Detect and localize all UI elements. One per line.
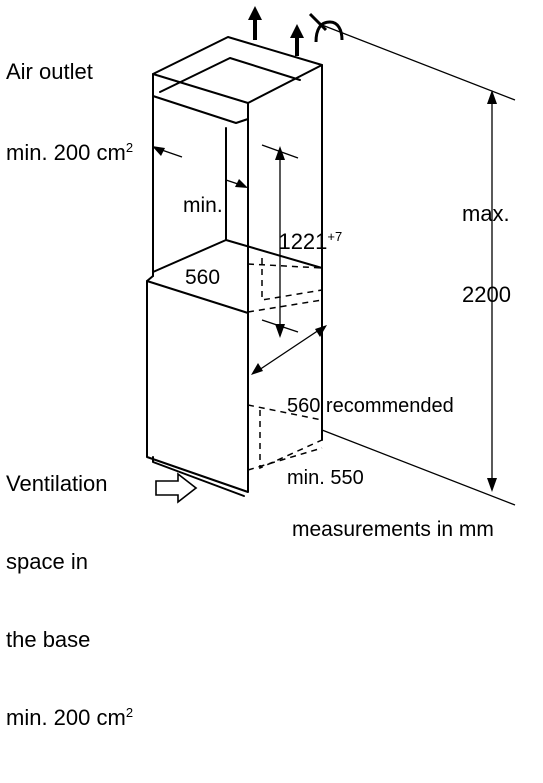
ext-line-top-right [321,24,516,101]
max-height-label: max. 2200 [462,146,511,362]
min-width-line2: 560 [185,266,221,289]
lower-dash-top [247,404,323,421]
curved-arrow-icon [308,12,344,43]
air-outlet-line2: min. 200 cm2 [6,140,134,165]
arrow-up-icon [248,6,262,40]
base-plinth [152,456,245,497]
arrow-right-icon [155,472,198,504]
depth-dim-line [255,327,323,373]
appliance-front [146,280,249,493]
niche-height-label: 1221+7 [278,229,343,254]
min-width-line1: min. [183,194,223,217]
lower-dash-back [259,410,323,470]
ventilation-label: Ventilation space in the base min. 200 c… [6,419,133,783]
lower-dash-floor [247,447,323,471]
depth-line2: min. 550 [287,467,364,489]
niche-dash-mid [247,299,323,313]
ext-line-bottom-right [321,429,516,506]
max-height-line2: 2200 [462,282,511,307]
min-width-label: min. 560 [183,146,223,338]
units-note: measurements in mm [292,518,494,541]
max-height-line1: max. [462,201,510,226]
depth-arrow-right [315,325,327,337]
depth-line1: 560 recommended [287,395,454,417]
installation-diagram: Air outlet min. 200 cm2 min. 560 1221+7 … [6,4,516,730]
air-outlet-line1: Air outlet [6,59,93,84]
ventilation-line4: min. 200 cm2 [6,705,134,730]
width-arrow-left [152,146,165,156]
top-opening [159,57,301,93]
niche-dash-back [261,258,323,301]
max-arrow-top [487,90,497,104]
ventilation-line1: Ventilation [6,471,108,496]
ventilation-line3: the base [6,627,91,652]
arrow-up-icon [290,24,304,56]
max-arrow-bottom [487,478,497,492]
depth-arrow-left [251,363,263,375]
niche-arrow-top [275,146,285,160]
top-shelf [152,95,249,124]
depth-label: 560 recommended min. 550 [287,346,454,538]
niche-floor [152,239,323,273]
niche-dash-top [247,263,323,269]
ventilation-line2: space in [6,549,88,574]
appliance-top-edge [146,275,154,282]
width-arrow-right [235,179,248,188]
air-outlet-label: Air outlet min. 200 cm2 [6,4,133,220]
cabinet-drawing [146,6,516,506]
niche-arrow-bottom [275,324,285,338]
